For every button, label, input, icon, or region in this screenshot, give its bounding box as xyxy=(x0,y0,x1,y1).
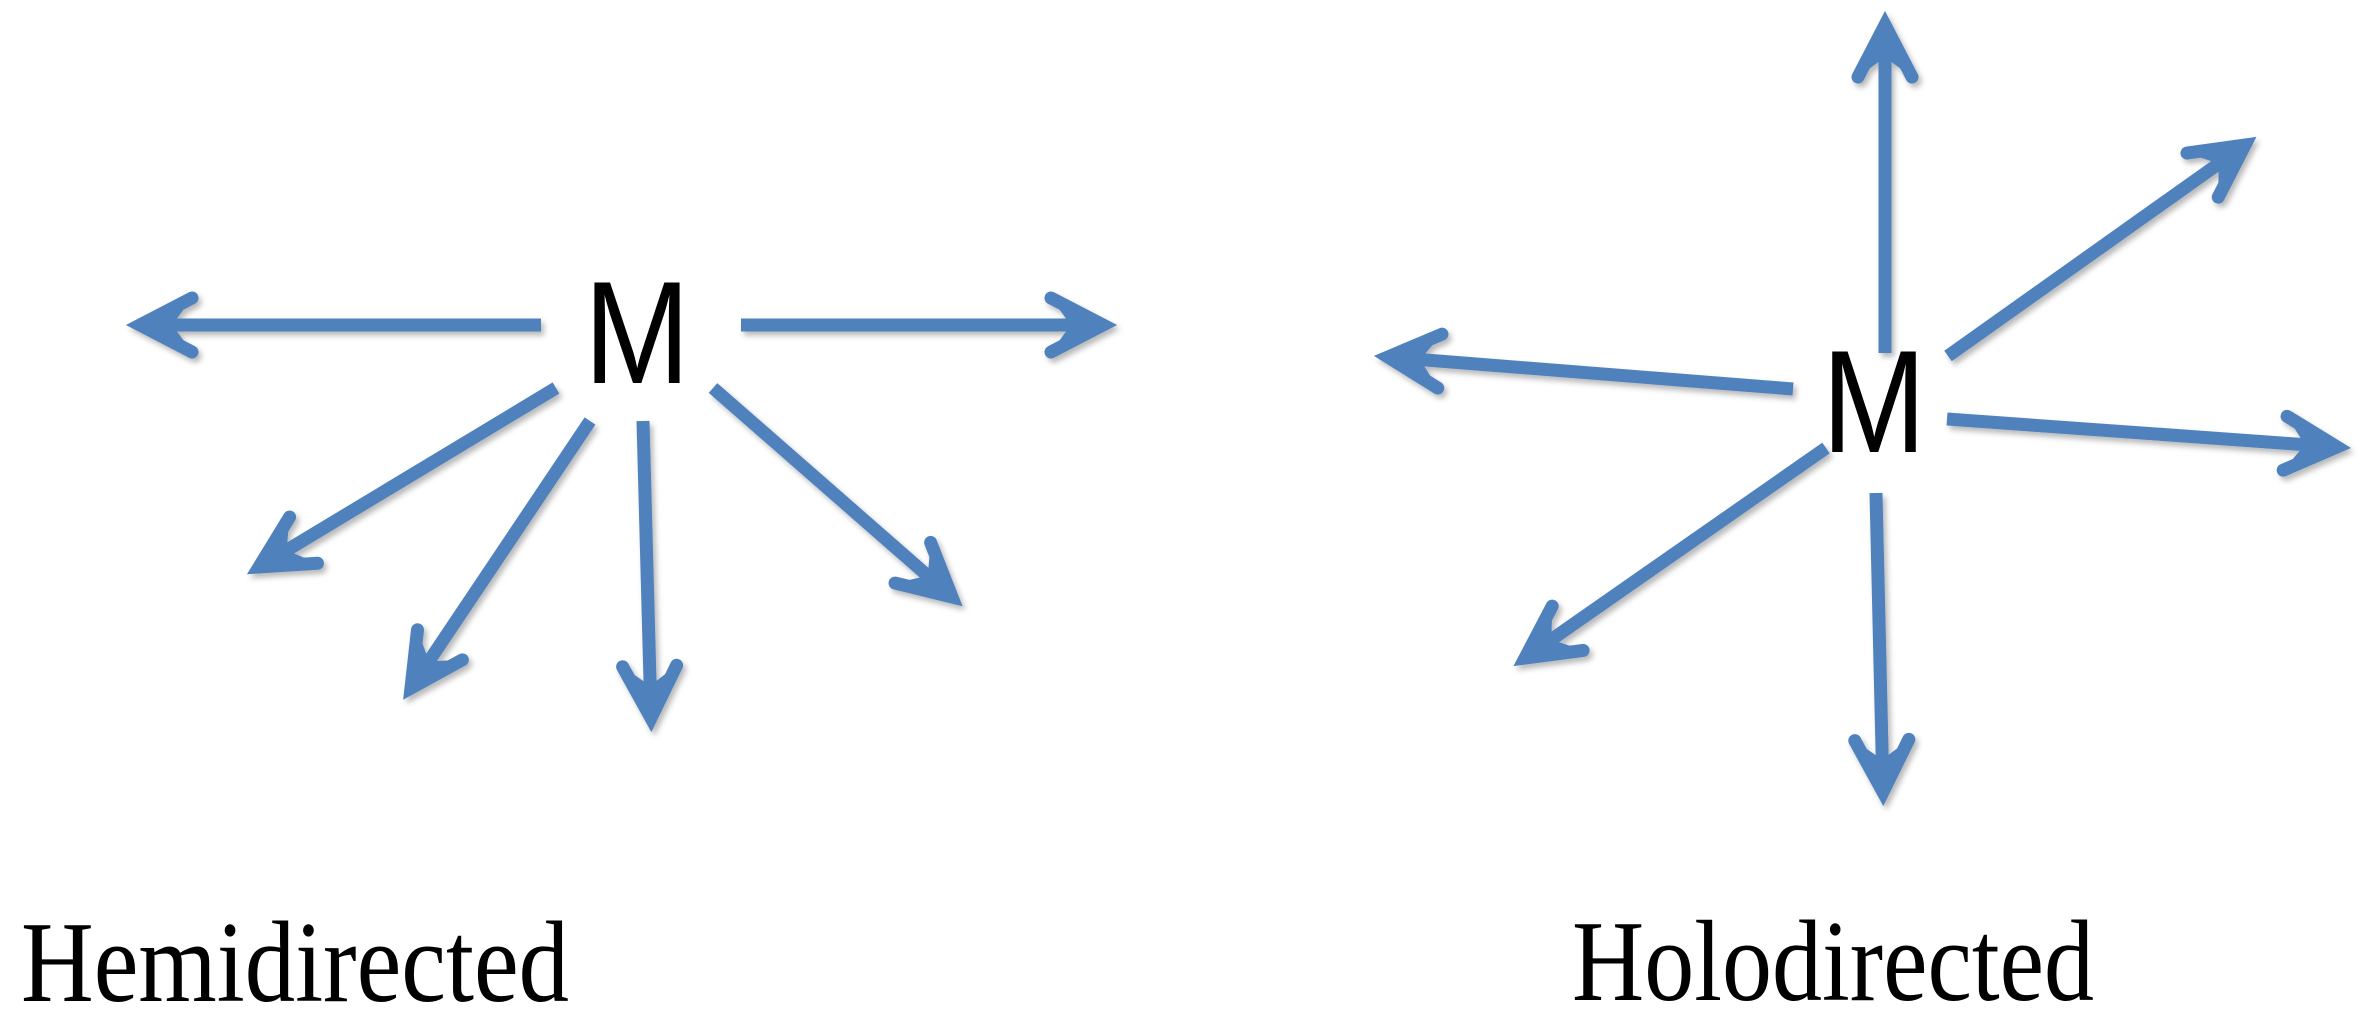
hemidirected-panel: M Hemidirected xyxy=(21,251,1118,1013)
hemidirected-metal-atom: M xyxy=(584,251,690,414)
arrow-head-fill xyxy=(259,517,318,567)
holodirected-metal-atom: M xyxy=(1822,320,1926,483)
arrow-left-icon xyxy=(1373,327,1794,396)
arrow-up-icon xyxy=(1851,10,1919,353)
arrow-head-fill xyxy=(1051,298,1103,352)
arrow-right-icon xyxy=(741,291,1118,359)
arrow-shaft xyxy=(708,383,951,597)
arrow-shaft xyxy=(262,382,560,569)
arrow-shaft xyxy=(410,417,596,685)
arrow-down-icon xyxy=(1848,492,1916,807)
hemidirected-arrows xyxy=(125,291,1118,733)
arrow-head-fill xyxy=(1858,25,1912,77)
arrow-head-fill xyxy=(622,665,677,718)
arrow-shaft xyxy=(1944,144,2243,362)
arrow-shaft xyxy=(1869,492,1890,785)
arrow-head-fill xyxy=(1525,606,1584,658)
holodirected-arrows xyxy=(1373,10,2352,807)
arrow-down-left-steep-icon xyxy=(403,417,596,700)
hemidirected-label: Hemidirected xyxy=(21,899,569,1013)
arrow-head-fill xyxy=(1388,334,1442,389)
arrow-shaft xyxy=(636,420,658,711)
holodirected-panel: M Holodirected xyxy=(1373,10,2352,1013)
arrow-down-right-icon xyxy=(708,383,963,607)
arrow-head-fill xyxy=(2283,416,2337,471)
arrow-shaft xyxy=(1527,442,1830,659)
arrow-shaft xyxy=(1395,351,1794,396)
arrow-head-fill xyxy=(2186,145,2245,198)
arrow-head-fill xyxy=(140,298,192,352)
arrow-down-left-icon xyxy=(246,382,560,575)
arrow-down-left-icon xyxy=(1513,442,1830,667)
arrow-down-icon xyxy=(616,420,684,733)
arrow-head-fill xyxy=(1854,739,1909,792)
holodirected-label: Holodirected xyxy=(1572,898,2094,1013)
arrow-up-right-icon xyxy=(1944,136,2257,362)
arrow-right-icon xyxy=(1946,409,2352,477)
arrow-head-fill xyxy=(895,542,952,597)
arrow-shaft xyxy=(1946,412,2330,453)
arrow-left-icon xyxy=(125,291,541,359)
arrow-head-fill xyxy=(411,629,463,688)
